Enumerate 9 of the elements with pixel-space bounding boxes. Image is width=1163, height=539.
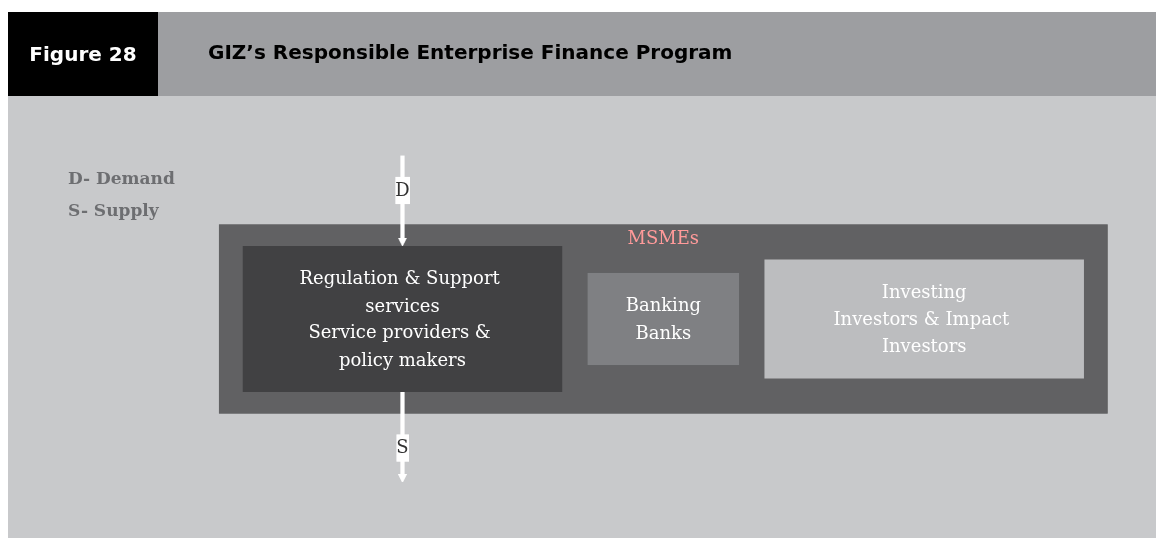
node-box: Banking Banks: [587, 273, 739, 365]
legend-note: S- Supply: [68, 199, 160, 222]
figure-number: Figure 28: [8, 12, 158, 96]
legend-note: D- Demand: [68, 167, 175, 190]
node-box: Regulation & Support services Service providers & policy makers: [242, 246, 562, 392]
edge-label: D: [394, 178, 410, 200]
edge-label: S: [395, 436, 409, 458]
diagram-title: GIZ’s Responsible Enterprise Finance Program: [208, 40, 733, 64]
node-box: Investing Investors & Impact Investors: [764, 259, 1084, 379]
